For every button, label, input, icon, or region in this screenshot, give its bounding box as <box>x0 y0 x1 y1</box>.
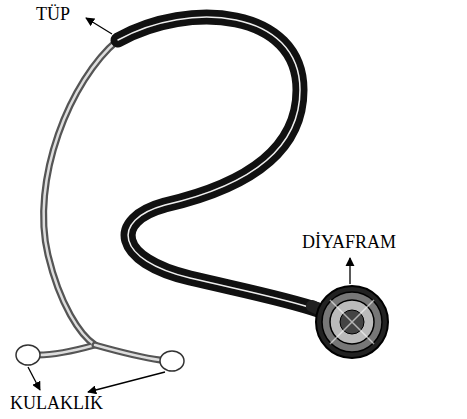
part-label: TÜP <box>36 4 70 25</box>
chestpiece <box>312 286 388 358</box>
main-tube <box>118 17 318 310</box>
part-label: KULAKLIK <box>10 393 103 414</box>
part-label: DİYAFRAM <box>302 232 396 253</box>
earpiece <box>16 345 184 371</box>
binaural-tube <box>38 40 160 360</box>
leader-arrow <box>28 18 350 392</box>
